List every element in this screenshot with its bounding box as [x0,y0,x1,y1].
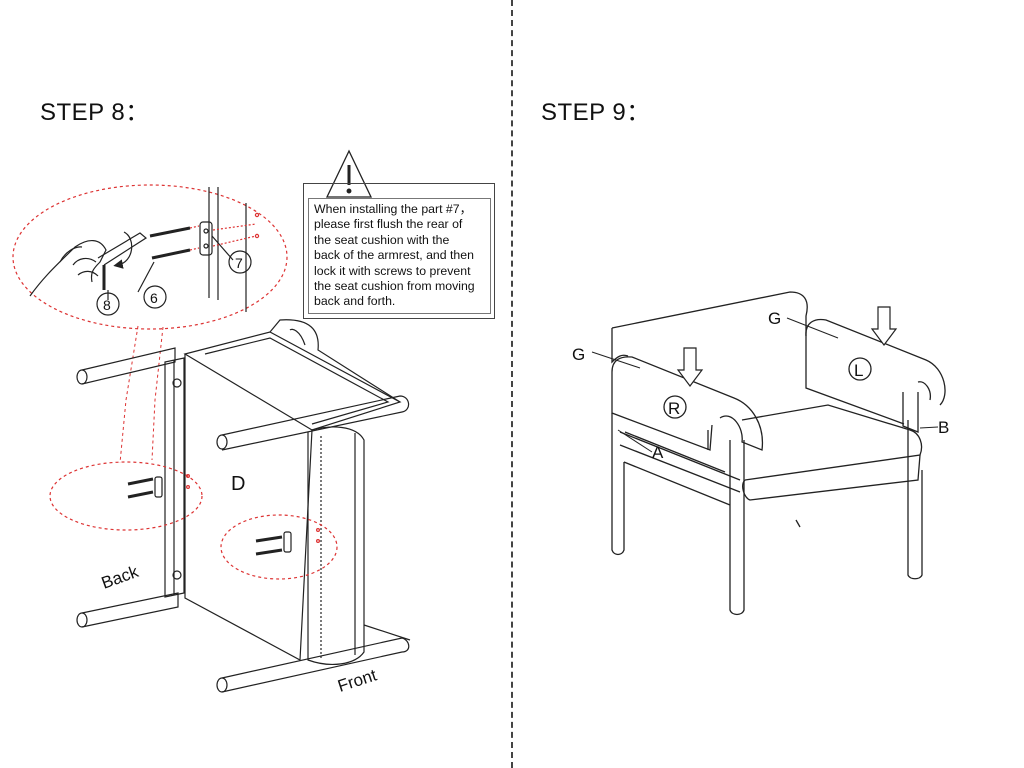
warning-line: lock it with screws to prevent [314,263,471,278]
part-7-plate [199,221,234,261]
detail-callout-ellipse [12,184,288,330]
part-8-marker [96,292,120,316]
leg-back-top [76,347,176,385]
callout-leader-lines [119,325,164,464]
step-9-title: STEP 9： [541,99,651,126]
warning-note-text: When installing the part #7， please firs… [314,202,492,310]
back-armrest-panel [164,357,185,598]
label-r: R [668,399,680,418]
marker-r [663,395,687,419]
callout-ellipse-front [220,514,338,580]
leg-front-bottom [216,637,410,693]
down-arrow-icon [870,306,898,346]
step8-diagram [12,184,411,693]
label-l: L [854,361,863,380]
warning-line: When installing the part #7， [314,202,472,216]
warning-line: the seat cushion from moving [314,279,475,294]
step-8-title: STEP 8： [40,99,150,126]
seat-cushion-d [183,319,402,661]
detail-frame-post [208,187,247,312]
callout-ellipse-back [49,461,203,531]
label-part-d: D [231,473,245,495]
label-b: B [938,418,949,437]
screws-back-callout [127,474,191,499]
part-7-marker [228,250,252,274]
marker-l [848,357,872,381]
leader-b [919,426,939,429]
leg-front-top [216,395,410,451]
warning-icon [325,149,373,198]
down-arrow-icon [676,347,704,387]
label-back: Back [99,562,141,593]
label-g-right: G [768,309,781,328]
label-part-7: 7 [235,255,243,271]
panel-divider [511,0,513,768]
leader-a [617,429,653,453]
backrest [611,291,808,364]
step9-diagram [591,291,946,616]
label-g-left: G [572,345,585,364]
warning-note-inner-frame [308,198,491,314]
armrest-cover-l [805,318,946,433]
seat [619,404,923,501]
hand-with-wrench [29,231,148,300]
leader-g-right [786,317,839,339]
warning-line: the seat cushion with the [314,232,450,247]
screws-front-callout [255,527,321,556]
warning-line: please first flush the rear of [314,217,463,232]
label-a: A [652,443,664,462]
chair-legs [611,413,923,616]
front-armrest-post [307,426,411,665]
part-6-marker [143,285,167,309]
label-part-6: 6 [150,290,158,306]
warning-note-box [303,183,495,319]
warning-line: back and forth. [314,294,396,309]
label-part-8: 8 [103,297,111,313]
label-front: Front [335,665,379,695]
leg-back-bottom [76,592,179,628]
part-6-screws [137,212,260,293]
leader-g-left [591,351,641,369]
warning-line: back of the armrest, and then [314,248,474,263]
